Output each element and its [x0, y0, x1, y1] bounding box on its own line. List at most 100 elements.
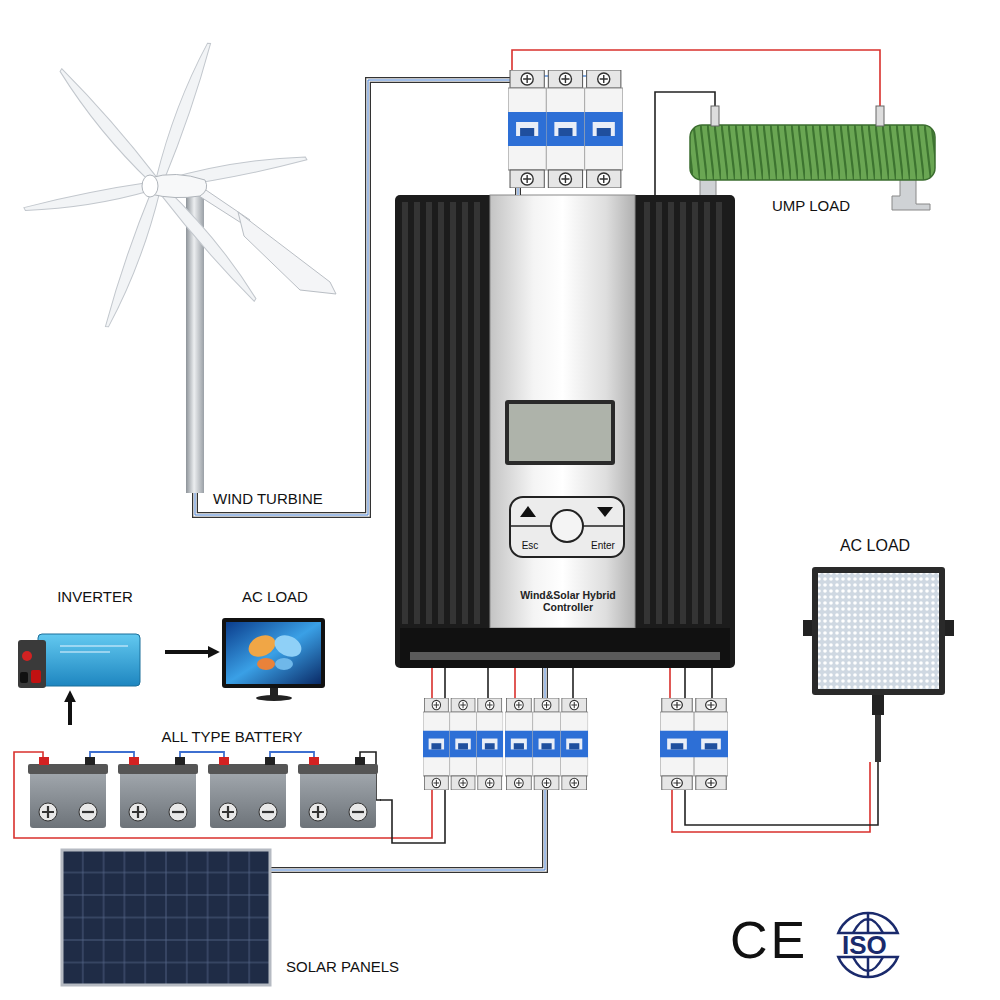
iso-globe: [838, 913, 897, 977]
ce-mark: CE: [730, 912, 808, 968]
minus-symbol: [172, 811, 184, 813]
battery: [118, 757, 198, 828]
negative-post: [20, 672, 28, 683]
light-pole: [875, 715, 881, 762]
red-wire: [14, 752, 432, 838]
solar-panels: SOLAR PANELS: [60, 848, 425, 988]
globe-meridian: [853, 913, 883, 933]
minus-symbol: [79, 803, 97, 821]
butterfly-wing: [245, 631, 279, 661]
monitor-load: AC LOAD: [215, 585, 335, 703]
plus-symbol: [129, 803, 147, 821]
component-label: Wind&Solar Hybrid Controller: [512, 589, 624, 613]
flood-light-drawing: [803, 567, 954, 762]
resistor-terminal: [711, 106, 719, 126]
iso-mark-holder: ISO: [842, 933, 887, 958]
breaker-pole: [505, 698, 533, 790]
flow-arrow: [165, 650, 215, 654]
led-flood-light: AC LOAD: [800, 532, 955, 762]
battery-lid: [208, 764, 288, 774]
wire: [685, 668, 878, 825]
component-label: Enter: [591, 540, 615, 552]
circuit-breaker: [660, 698, 728, 790]
butterfly-wing: [275, 658, 293, 670]
fin: [450, 202, 456, 624]
component-label: SOLAR PANELS: [286, 958, 399, 975]
fin: [704, 202, 710, 624]
minus-symbol: [169, 803, 187, 821]
minus-symbol: [262, 811, 274, 813]
blade: [158, 185, 261, 304]
rotor: [23, 41, 307, 330]
fin: [462, 202, 468, 624]
resistor-terminal: [876, 106, 884, 126]
breaker-pole: [660, 698, 694, 790]
globe-cap: [838, 913, 897, 933]
solar-panel-drawing: [62, 850, 270, 985]
fin: [644, 202, 650, 624]
breaker-pole: [476, 698, 503, 790]
battery-lid: [118, 764, 198, 774]
led-array: [818, 573, 939, 689]
breaker-pole: [546, 70, 584, 188]
cable-wire: [270, 870, 426, 871]
component-label: INVERTER: [57, 588, 133, 605]
component-label: UMP LOAD: [772, 197, 850, 214]
ce-mark-holder: CE: [730, 912, 808, 968]
cable: [350, 80, 518, 515]
inverter-drawing: [18, 634, 140, 688]
minus-symbol: [349, 803, 367, 821]
fin: [438, 202, 444, 624]
negative-terminal: [175, 757, 185, 765]
inverter-body: [38, 634, 140, 686]
component-label: AC LOAD: [242, 588, 308, 605]
indicator: [22, 651, 32, 661]
dump-load: UMP LOAD: [680, 100, 950, 220]
blade: [23, 182, 153, 216]
plus-symbol: [42, 806, 54, 818]
up-arrow-button: [520, 506, 536, 517]
fin: [656, 202, 662, 624]
battery-jumper: [90, 752, 314, 758]
circuit-breaker: [508, 70, 623, 188]
black-wire: [714, 100, 716, 106]
resistor-bracket: [892, 178, 930, 210]
controller-body: [395, 195, 735, 668]
globe-cap: [838, 957, 897, 977]
controller-base-strip: [410, 652, 720, 660]
inverter-end-cap: [18, 640, 46, 688]
positive-terminal: [219, 757, 229, 765]
monitor-screen: [226, 622, 321, 684]
battery-lid: [298, 764, 378, 774]
fin: [692, 202, 698, 624]
fin: [668, 202, 674, 624]
positive-terminal: [39, 757, 49, 765]
red-wire: [432, 668, 670, 700]
lcd-frame: [505, 400, 615, 465]
component-label: WIND TURBINE: [213, 490, 323, 507]
blade: [153, 41, 214, 182]
lcd-screen: [509, 404, 611, 461]
center-button: [551, 510, 583, 542]
battery-drawing: [28, 757, 378, 828]
output-arrow: [165, 652, 215, 653]
minus-symbol: [259, 803, 277, 821]
breaker-pole: [560, 698, 588, 790]
battery-body: [120, 770, 196, 828]
minus-symbol: [352, 811, 364, 813]
black-wire: [488, 668, 712, 700]
breaker-pole: [423, 698, 450, 790]
battery: [298, 757, 378, 828]
breaker-pole: [450, 698, 477, 790]
battery: [208, 757, 288, 828]
wire: [655, 92, 715, 195]
fin: [426, 202, 432, 624]
inverter: INVERTER: [15, 585, 165, 695]
fin: [474, 202, 480, 624]
globe-meridian: [853, 957, 883, 977]
